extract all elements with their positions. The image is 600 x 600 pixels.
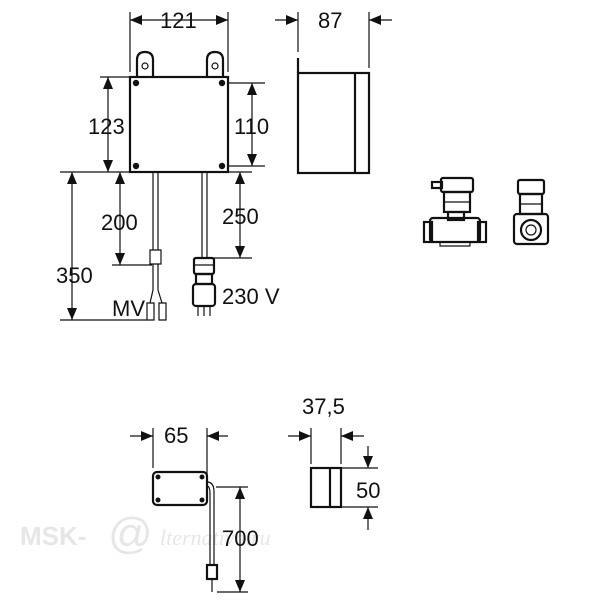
dimension-cable-left: 200: [60, 171, 152, 266]
main-box-front-view: [128, 50, 230, 321]
dimension-side-depth: 87: [275, 8, 392, 68]
watermark-domain: lternativa.ru: [160, 525, 271, 550]
plug-neck: [194, 272, 214, 286]
dimension-small-cable: 700: [216, 486, 259, 593]
screw-bottom-left: [132, 162, 140, 170]
screw-bottom-right: [218, 162, 226, 170]
cable-mv: [146, 172, 167, 321]
dimension-small-width: 65: [130, 423, 228, 478]
screw-top-right: [218, 79, 226, 87]
small-box-side-view: [309, 466, 343, 509]
dim-87: 87: [318, 8, 342, 33]
small-box-body: [151, 470, 209, 507]
main-box-body: [128, 75, 230, 174]
mounting-hole-left: [141, 62, 149, 70]
dim-250: 250: [222, 204, 259, 229]
label-230v: 230 V: [222, 284, 280, 309]
dim-37-5: 37,5: [302, 394, 345, 419]
small-box-plug: [205, 563, 219, 581]
dim-110: 110: [234, 114, 269, 139]
watermark-brand: MSK-: [20, 521, 86, 551]
dim-350: 350: [56, 263, 93, 288]
dimension-small-height: 50: [341, 446, 380, 530]
dim-200: 200: [101, 210, 138, 235]
mounting-hole-right: [211, 62, 219, 70]
watermark-at-icon: @: [108, 509, 153, 558]
plug-head: [191, 282, 217, 308]
dim-121: 121: [160, 8, 197, 33]
solenoid-valve-front-view: [512, 178, 550, 246]
watermark: MSK- @ lternativa.ru: [20, 509, 271, 558]
mounting-tab-left: [135, 50, 155, 78]
cable-230v: [191, 172, 217, 316]
dimension-box-height-right: 110: [228, 82, 269, 167]
dim-123: 123: [88, 114, 125, 139]
dimension-box-height-left: 123: [88, 76, 130, 172]
small-side-body: [309, 466, 343, 509]
solenoid-valve-side-view: [422, 176, 488, 247]
dimension-small-depth: 37,5: [288, 394, 364, 464]
dimension-total: 350: [56, 172, 147, 321]
dimension-cable-right: 250: [214, 171, 259, 259]
dim-50: 50: [356, 478, 380, 503]
label-mv: MV: [112, 296, 145, 321]
small-box-front-view: [151, 470, 219, 592]
screw-top-left: [132, 79, 140, 87]
side-view-body: [296, 71, 371, 175]
dim-700: 700: [222, 526, 259, 551]
dimension-box-width: 121: [129, 8, 229, 72]
plug-body: [192, 256, 216, 276]
dim-65: 65: [164, 423, 188, 448]
main-box-side-view: [296, 58, 371, 175]
mounting-tab-right: [205, 50, 225, 78]
